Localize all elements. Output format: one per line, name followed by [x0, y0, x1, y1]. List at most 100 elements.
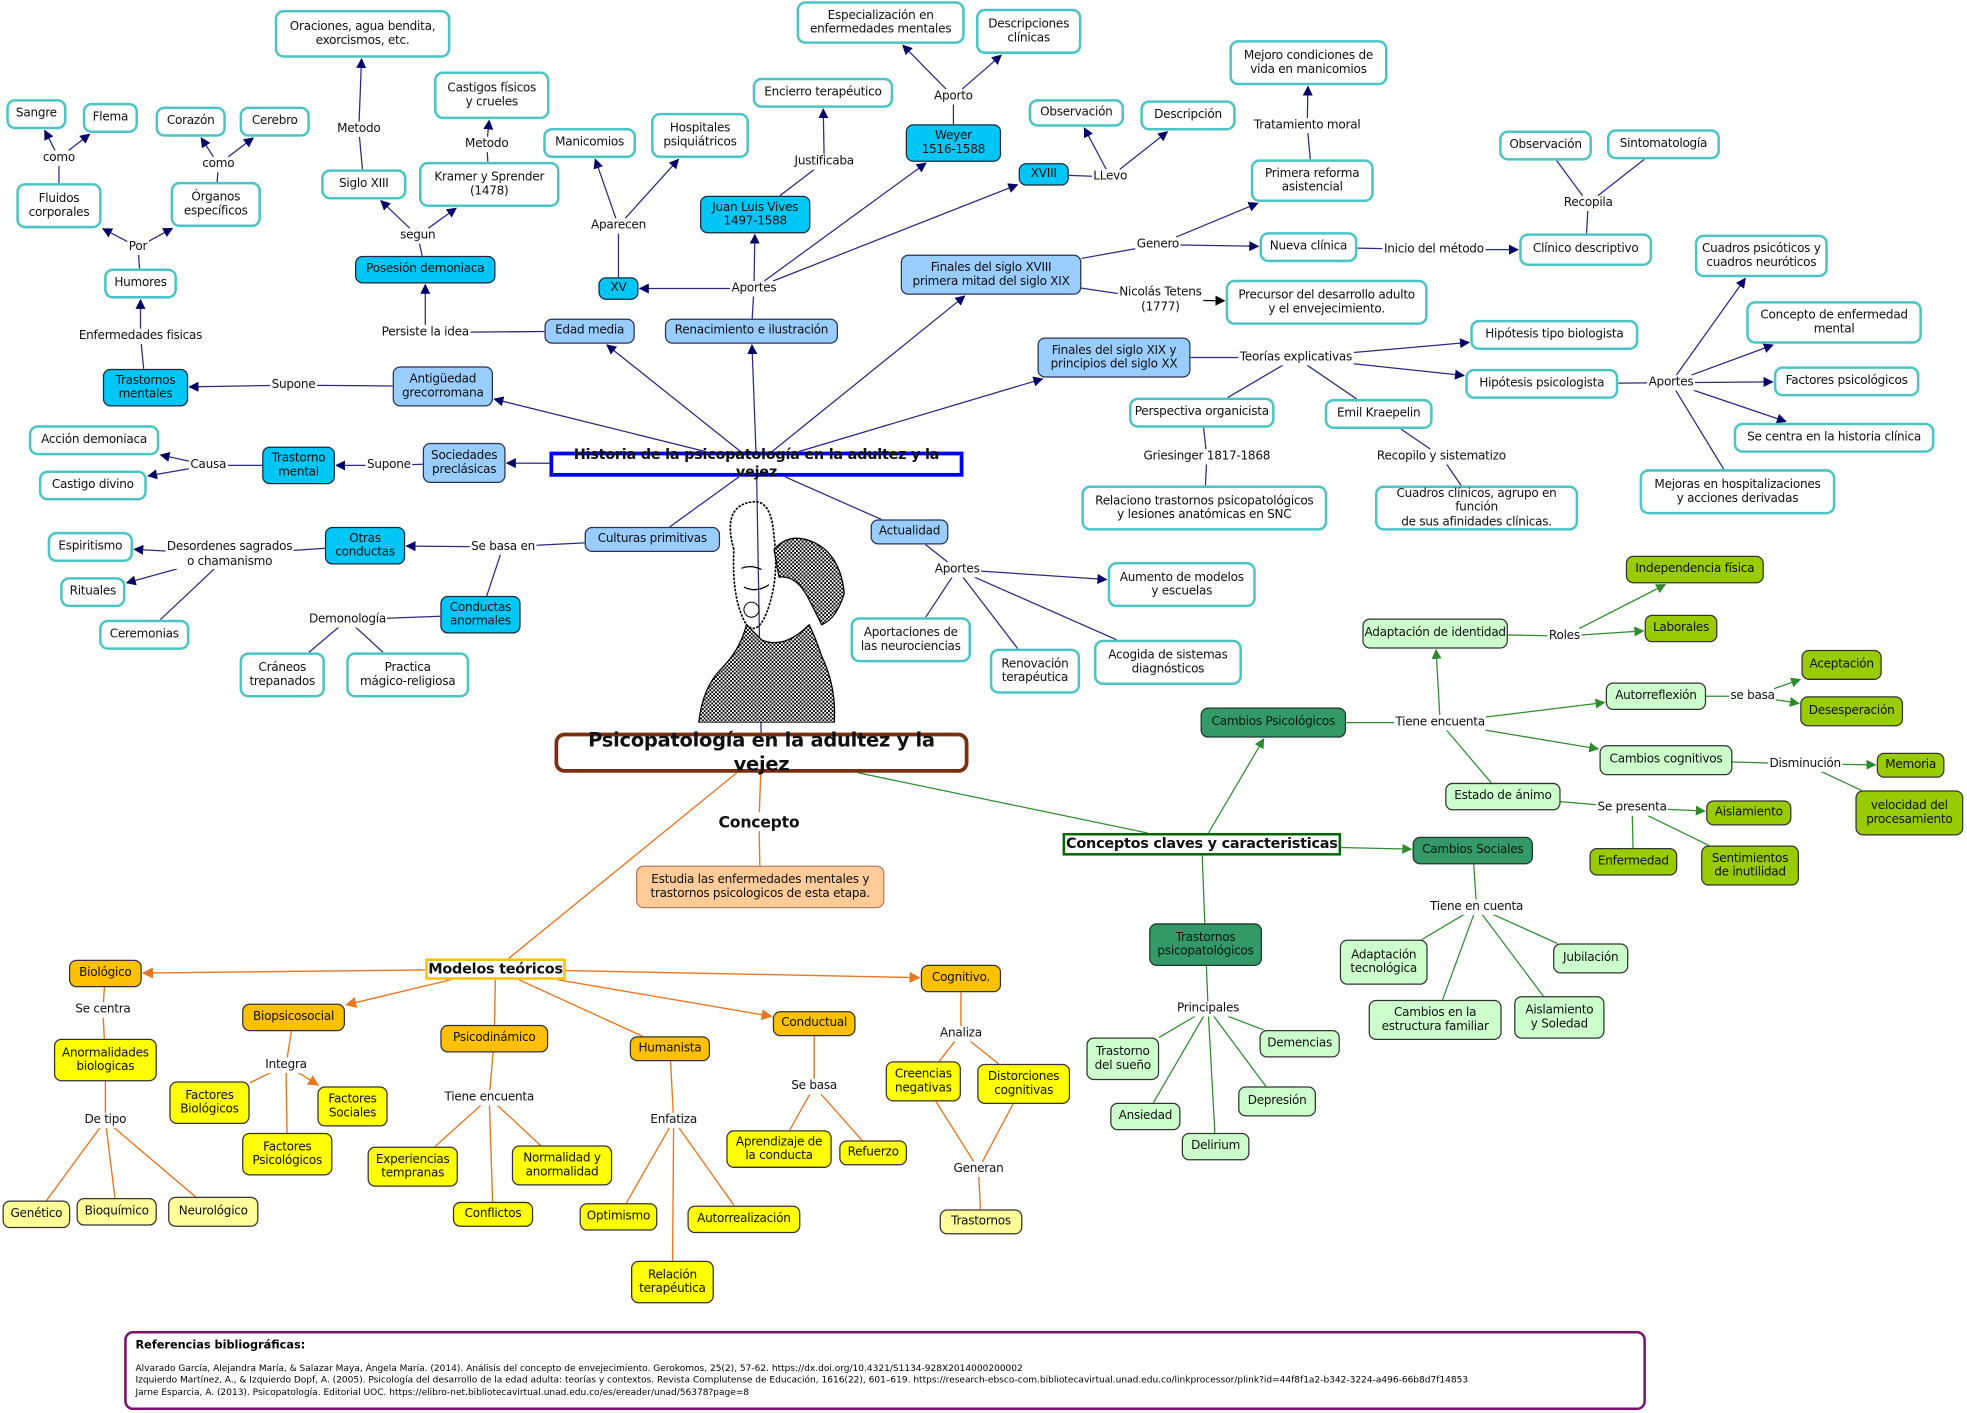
node-flema[interactable]: Flema [83, 103, 138, 133]
node-ccognitivos[interactable]: Cambios cognitivos [1599, 745, 1732, 775]
node-sintomatologia[interactable]: Sintomatología [1607, 129, 1720, 159]
node-hospitales[interactable]: Hospitales psiquiátricos [651, 113, 749, 158]
node-xviii[interactable]: XVIII [1019, 163, 1069, 186]
node-kramer[interactable]: Kramer y Sprender (1478) [419, 162, 560, 207]
node-soledad[interactable]: Aislamiento y Soledad [1514, 996, 1604, 1039]
node-conceptoenf[interactable]: Concepto de enfermedad mental [1746, 301, 1922, 344]
node-cerebro[interactable]: Cerebro [240, 107, 310, 137]
node-modelos[interactable]: Modelos teóricos [425, 958, 566, 979]
node-factbio[interactable]: Factores Biológicos [169, 1081, 249, 1124]
node-ceremonias[interactable]: Ceremonias [99, 620, 189, 650]
node-renacimiento[interactable]: Renacimiento e ilustración [665, 319, 838, 344]
node-clinicodesc[interactable]: Clínico descriptivo [1519, 233, 1652, 266]
node-factorespsi[interactable]: Factores psicológicos [1774, 366, 1920, 396]
node-antiguedad[interactable]: Antigüedad grecorromana [393, 366, 493, 406]
node-castigos[interactable]: Castigos físicos y crueles [434, 72, 549, 120]
node-fluidos[interactable]: Fluidos corporales [16, 183, 101, 228]
node-experiencias[interactable]: Experiencias tempranas [368, 1147, 458, 1187]
node-descripcion[interactable]: Descripción [1140, 100, 1235, 130]
node-relaciono[interactable]: Relaciono trastornos psicopatológicos y … [1081, 485, 1327, 530]
node-conflictos[interactable]: Conflictos [453, 1202, 533, 1227]
node-main[interactable]: Psicopatología en la adultez y la vejez [554, 733, 968, 773]
reference-item[interactable]: Izquierdo Martínez, A., & Izquierdo Dopf… [135, 1374, 1634, 1386]
node-normalidad[interactable]: Normalidad y anormalidad [512, 1145, 612, 1185]
node-cpsico[interactable]: Cambios Psicológicos [1201, 708, 1347, 738]
node-castigodiv[interactable]: Castigo divino [39, 470, 147, 500]
node-otras[interactable]: Otras conductas [325, 527, 405, 565]
node-aislamiento[interactable]: Aislamiento [1706, 800, 1791, 825]
node-aumento[interactable]: Aumento de modelos y escuelas [1108, 562, 1256, 607]
node-rituales[interactable]: Rituales [60, 577, 125, 607]
node-mejoro[interactable]: Mejoro condiciones de vida en manicomios [1229, 40, 1387, 85]
node-biopsico[interactable]: Biopsicosocial [242, 1004, 345, 1032]
node-culturas[interactable]: Culturas primitivas [585, 527, 720, 552]
node-estructura[interactable]: Cambios en la estructura familiar [1369, 1000, 1502, 1040]
node-hipbio[interactable]: Hipótesis tipo biologista [1470, 320, 1638, 350]
node-finales19[interactable]: Finales del siglo XIX y principios del s… [1037, 337, 1190, 377]
node-mejoras[interactable]: Mejoras en hospitalizaciones y acciones … [1640, 469, 1836, 514]
node-neurociencias[interactable]: Aportaciones de las neurociencias [851, 617, 971, 662]
node-historia[interactable]: Historia de la psicopatología en la adul… [549, 452, 963, 477]
node-manicomios[interactable]: Manicomios [543, 128, 636, 158]
node-estudia[interactable]: Estudia las enfermedades mentales y tras… [636, 866, 884, 909]
node-cuadrosclin[interactable]: Cuadros clínicos, agrupo en función de s… [1375, 485, 1578, 530]
node-cuadrospsic[interactable]: Cuadros psicóticos y cuadros neuróticos [1695, 235, 1828, 278]
node-desesperacion[interactable]: Desesperación [1800, 696, 1903, 726]
node-tpsicopat[interactable]: Trastornos psicopatológicos [1149, 923, 1262, 966]
node-ansiedad[interactable]: Ansiedad [1110, 1103, 1180, 1131]
node-refuerzo[interactable]: Refuerzo [839, 1140, 907, 1165]
node-distorciones[interactable]: Distorciones cognitivas [977, 1064, 1070, 1104]
node-observacion2[interactable]: Observación [1499, 130, 1592, 160]
node-delirium[interactable]: Delirium [1182, 1133, 1250, 1161]
node-jubilacion[interactable]: Jubilación [1553, 943, 1628, 973]
node-encierro[interactable]: Encierro terapéutico [753, 78, 894, 108]
node-genetico[interactable]: Genético [3, 1201, 71, 1229]
node-sociedades[interactable]: Sociedades preclásicas [423, 443, 506, 483]
node-descripciones[interactable]: Descripciones clínicas [976, 9, 1081, 54]
node-conceptos[interactable]: Conceptos claves y caracteristicas [1063, 833, 1341, 856]
node-nuevaclinica[interactable]: Nueva clínica [1260, 232, 1358, 262]
node-precursor[interactable]: Precursor del desarrollo adulto y el env… [1226, 280, 1428, 325]
node-anormbio[interactable]: Anormalidades biologicas [54, 1039, 157, 1082]
node-oraciones[interactable]: Oraciones, agua bendita, exorcismos, etc… [275, 10, 451, 58]
node-actualidad[interactable]: Actualidad [871, 519, 949, 544]
node-renovacion[interactable]: Renovación terapéutica [990, 649, 1080, 694]
node-trastmentales[interactable]: Trastornos mentales [103, 369, 188, 407]
node-depresion[interactable]: Depresión [1238, 1086, 1316, 1116]
node-adaptid[interactable]: Adaptación de identidad [1362, 618, 1508, 648]
node-factsoc[interactable]: Factores Sociales [317, 1086, 387, 1126]
node-trastornos[interactable]: Trastornos [940, 1209, 1023, 1234]
node-hippsi[interactable]: Hipótesis psicologista [1465, 369, 1618, 399]
node-especializacion[interactable]: Especialización en enfermedades mentales [797, 1, 965, 44]
node-practica[interactable]: Practica mágico-religiosa [346, 652, 469, 697]
node-xv[interactable]: XV [598, 277, 638, 300]
node-adapttec[interactable]: Adaptación tecnológica [1340, 940, 1428, 985]
node-posesion[interactable]: Posesión demoniaca [355, 256, 496, 284]
node-optimismo[interactable]: Optimismo [580, 1203, 658, 1231]
node-enfermedad[interactable]: Enfermedad [1589, 848, 1677, 876]
reference-item[interactable]: Alvarado García, Alejandra María, & Sala… [135, 1362, 1634, 1374]
node-psicodin[interactable]: Psicodinámico [440, 1025, 548, 1053]
node-relacion[interactable]: Relación terapéutica [631, 1261, 714, 1304]
node-observacion1[interactable]: Observación [1029, 99, 1124, 127]
node-reforma[interactable]: Primera reforma asistencial [1251, 159, 1374, 202]
node-biologico[interactable]: Biológico [69, 960, 142, 988]
node-velocidad[interactable]: velocidad del procesamiento [1855, 790, 1963, 835]
node-espiritismo[interactable]: Espiritismo [48, 532, 133, 562]
node-autorref[interactable]: Autorreflexión [1606, 682, 1706, 710]
reference-item[interactable]: Jarne Esparcia, A. (2013). Psicopatologí… [135, 1386, 1634, 1398]
node-csociales[interactable]: Cambios Sociales [1413, 837, 1533, 865]
node-perspectiva[interactable]: Perspectiva organicista [1129, 398, 1275, 428]
node-laborales[interactable]: Laborales [1645, 615, 1718, 643]
node-trastmental[interactable]: Trastorno mental [262, 447, 335, 485]
node-anormales[interactable]: Conductas anormales [440, 596, 520, 634]
node-siglo13[interactable]: Siglo XIII [321, 169, 406, 199]
node-demencias[interactable]: Demencias [1260, 1030, 1340, 1058]
node-animo[interactable]: Estado de ánimo [1445, 783, 1560, 811]
node-sentimientos[interactable]: Sentimientos de inutilidad [1701, 846, 1799, 886]
node-secentrahist[interactable]: Se centra en la historia clínica [1734, 423, 1935, 453]
node-acogida[interactable]: Acogida de sistemas diagnósticos [1094, 640, 1242, 685]
node-craneos[interactable]: Cráneos trepanados [240, 652, 325, 697]
node-neurologico[interactable]: Neurológico [168, 1197, 258, 1227]
node-factpsi[interactable]: Factores Psicológicos [242, 1133, 332, 1176]
